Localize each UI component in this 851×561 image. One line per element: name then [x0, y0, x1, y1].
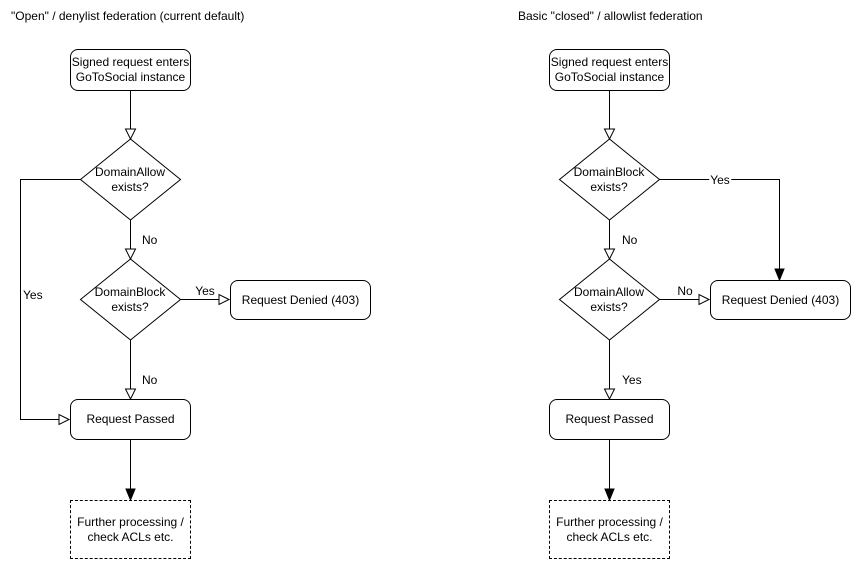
- node-decision-domainblock-label: DomainBlock exists?: [94, 285, 166, 314]
- edge-label-yes: Yes: [622, 373, 642, 387]
- edge-label-yes: Yes: [195, 284, 215, 298]
- edge-label-no: No: [677, 284, 693, 298]
- edge-label-no: No: [142, 233, 158, 247]
- flowchart-left-edges: [20, 91, 231, 502]
- node-start: Signed request enters GoToSocial instanc…: [549, 49, 670, 91]
- node-further-line1: Further processing /: [77, 514, 184, 529]
- node-further-line1: Further processing /: [556, 514, 663, 529]
- arrowhead-filled-icon: [604, 488, 615, 502]
- chart-title: Basic "closed" / allowlist federation: [518, 9, 703, 23]
- edge-label-no: No: [622, 233, 638, 247]
- node-further-processing: Further processing / check ACLs etc.: [549, 500, 670, 559]
- arrowhead-open-icon: [603, 128, 616, 141]
- arrowhead-open-icon: [698, 293, 711, 306]
- node-request-passed: Request Passed: [70, 399, 191, 440]
- arrowhead-open-icon: [124, 128, 137, 141]
- node-start: Signed request enters GoToSocial instanc…: [70, 49, 191, 91]
- node-start-line1: Signed request enters: [71, 55, 190, 69]
- arrowhead-open-icon: [603, 388, 616, 401]
- node-further-processing: Further processing / check ACLs etc.: [70, 500, 191, 559]
- node-start-line1: Signed request enters: [550, 55, 669, 69]
- node-start-line2: GoToSocial instance: [554, 70, 665, 84]
- edge-yes-loop-to-passed: [20, 179, 81, 420]
- arrowhead-open-icon: [124, 388, 137, 401]
- flowchart-right-edges: [558, 91, 785, 502]
- node-request-denied: Request Denied (403): [710, 280, 851, 320]
- arrowhead-filled-icon: [774, 268, 785, 282]
- node-request-passed: Request Passed: [549, 399, 670, 440]
- chart-title: "Open" / denylist federation (current de…: [11, 9, 245, 23]
- edge-label-no: No: [142, 373, 158, 387]
- edge-label-yes-loop: Yes: [23, 288, 43, 302]
- node-decision-domainallow-label: DomainAllow exists?: [573, 285, 645, 314]
- node-further-line2: check ACLs etc.: [566, 529, 653, 544]
- arrowhead-open-icon: [603, 248, 616, 261]
- node-further-line2: check ACLs etc.: [87, 529, 174, 544]
- node-decision-domainallow-label: DomainAllow exists?: [94, 165, 166, 194]
- arrowhead-open-icon: [218, 293, 231, 306]
- edge-label-yes: Yes: [709, 173, 731, 187]
- arrowhead-filled-icon: [125, 488, 136, 502]
- arrowhead-open-icon: [58, 413, 71, 426]
- node-decision-domainblock-label: DomainBlock exists?: [573, 165, 645, 194]
- node-start-line2: GoToSocial instance: [75, 70, 186, 84]
- node-request-denied: Request Denied (403): [230, 280, 371, 320]
- edge-yes-to-denied: [659, 179, 780, 269]
- arrowhead-open-icon: [124, 248, 137, 261]
